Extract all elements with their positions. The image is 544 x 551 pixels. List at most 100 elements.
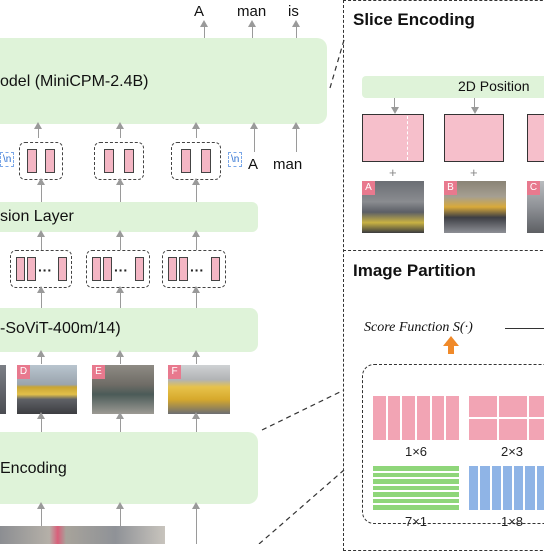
- visual-token: [181, 149, 191, 173]
- arrow-up: [37, 178, 45, 202]
- ellipsis-dots: ···: [190, 262, 204, 278]
- text-token-a: A: [248, 156, 259, 173]
- slice-tag: F: [168, 365, 181, 379]
- arrow-up: [192, 230, 200, 250]
- arrow-up: [116, 412, 124, 432]
- arrow-up: [37, 230, 45, 250]
- partition-label: 2×3: [500, 444, 524, 459]
- compression-layer-label: sion Layer: [0, 208, 74, 225]
- slice-tag: E: [92, 365, 105, 379]
- partition-7x1: [373, 466, 459, 510]
- arrow-up: [116, 502, 124, 544]
- source-image: [0, 526, 165, 544]
- partition-label: 1×8: [500, 514, 524, 529]
- position-embedding-block: [362, 76, 544, 98]
- plus-sign: +: [470, 165, 478, 180]
- position-embedding-label: 2D Position: [458, 78, 530, 94]
- vit-token: [27, 257, 36, 281]
- score-function-line: [505, 328, 544, 329]
- vision-encoder-block: [0, 308, 258, 352]
- slice-image-a: A: [362, 181, 424, 233]
- vit-token: [168, 257, 177, 281]
- slice-tag: A: [362, 181, 375, 195]
- ellipsis-dots: ···: [114, 262, 128, 278]
- arrow-down: [394, 98, 395, 112]
- arrow-up: [192, 286, 200, 308]
- partition-1x6: [373, 396, 459, 440]
- vision-encoder-label: -SoViT-400m/14): [0, 320, 121, 337]
- section-divider: [343, 250, 544, 251]
- slice-tag: C: [527, 181, 540, 195]
- partition-label: 7×1: [404, 514, 428, 529]
- image-partition-title: Image Partition: [353, 261, 476, 280]
- top-token-1: A: [194, 3, 205, 20]
- slice-tag: B: [444, 181, 457, 195]
- arrow-up: [192, 350, 200, 364]
- arrow-up: [34, 122, 42, 138]
- arrow-up: [200, 20, 208, 38]
- arrow-up: [192, 412, 200, 432]
- partition-2x3: [469, 396, 544, 440]
- slice-encoding-label: Encoding: [0, 460, 67, 477]
- vit-token: [103, 257, 112, 281]
- arrow-up: [116, 178, 124, 202]
- slice-image-f: F: [168, 365, 230, 414]
- arrow-up: [116, 350, 124, 364]
- partition-candidates-box: [362, 364, 544, 524]
- newline-token: \n: [228, 152, 243, 167]
- score-function-label: Score Function S(·): [364, 320, 473, 335]
- visual-token: [45, 149, 55, 173]
- arrow-up: [192, 502, 200, 544]
- slice-encoding-title: Slice Encoding: [353, 10, 475, 29]
- vit-token: [58, 257, 67, 281]
- arrow-up: [37, 350, 45, 364]
- arrow-up: [248, 20, 256, 38]
- visual-token: [201, 149, 211, 173]
- arrow-up: [37, 412, 45, 432]
- arrow-up: [250, 122, 258, 152]
- visual-token: [124, 149, 134, 173]
- top-token-2: man: [237, 3, 267, 20]
- arrow-up: [116, 122, 124, 138]
- visual-token: [27, 149, 37, 173]
- arrow-up: [37, 286, 45, 308]
- vit-token: [211, 257, 220, 281]
- arrow-up: [116, 286, 124, 308]
- llm-block: [0, 38, 327, 124]
- vit-token: [179, 257, 188, 281]
- arrow-up: [192, 122, 200, 138]
- slice-embedding-a: [362, 114, 424, 162]
- orange-arrow-stem: [448, 345, 454, 354]
- arrow-up: [37, 502, 45, 526]
- slice-image-c: C: [527, 181, 544, 233]
- partition-1x8: [469, 466, 544, 510]
- llm-label: odel (MiniCPM-2.4B): [0, 73, 149, 90]
- ellipsis-dots: ···: [38, 262, 52, 278]
- text-token-man: man: [273, 156, 303, 173]
- compression-layer-block: [0, 202, 258, 232]
- vit-token: [16, 257, 25, 281]
- arrow-up: [116, 230, 124, 250]
- slice-image-d: D: [17, 365, 77, 414]
- slice-image-e: E: [92, 365, 154, 414]
- slice-image-partial: [0, 365, 6, 414]
- arrow-up: [192, 178, 200, 202]
- slice-embedding-c: [527, 114, 544, 162]
- arrow-up: [292, 122, 300, 152]
- arrow-down: [474, 98, 475, 112]
- partition-label: 1×6: [404, 444, 428, 459]
- slice-image-b: B: [444, 181, 506, 233]
- vit-token: [92, 257, 101, 281]
- slice-embedding-divider: [407, 116, 408, 160]
- visual-token: [104, 149, 114, 173]
- vit-token: [135, 257, 144, 281]
- slice-tag: D: [17, 365, 30, 379]
- slice-encoding-block: [0, 432, 258, 504]
- slice-embedding-b: [444, 114, 504, 162]
- plus-sign: +: [389, 165, 397, 180]
- top-token-3: is: [288, 3, 299, 20]
- newline-token: \n: [0, 152, 15, 167]
- arrow-up: [292, 20, 300, 38]
- orange-arrow-icon: [443, 336, 459, 346]
